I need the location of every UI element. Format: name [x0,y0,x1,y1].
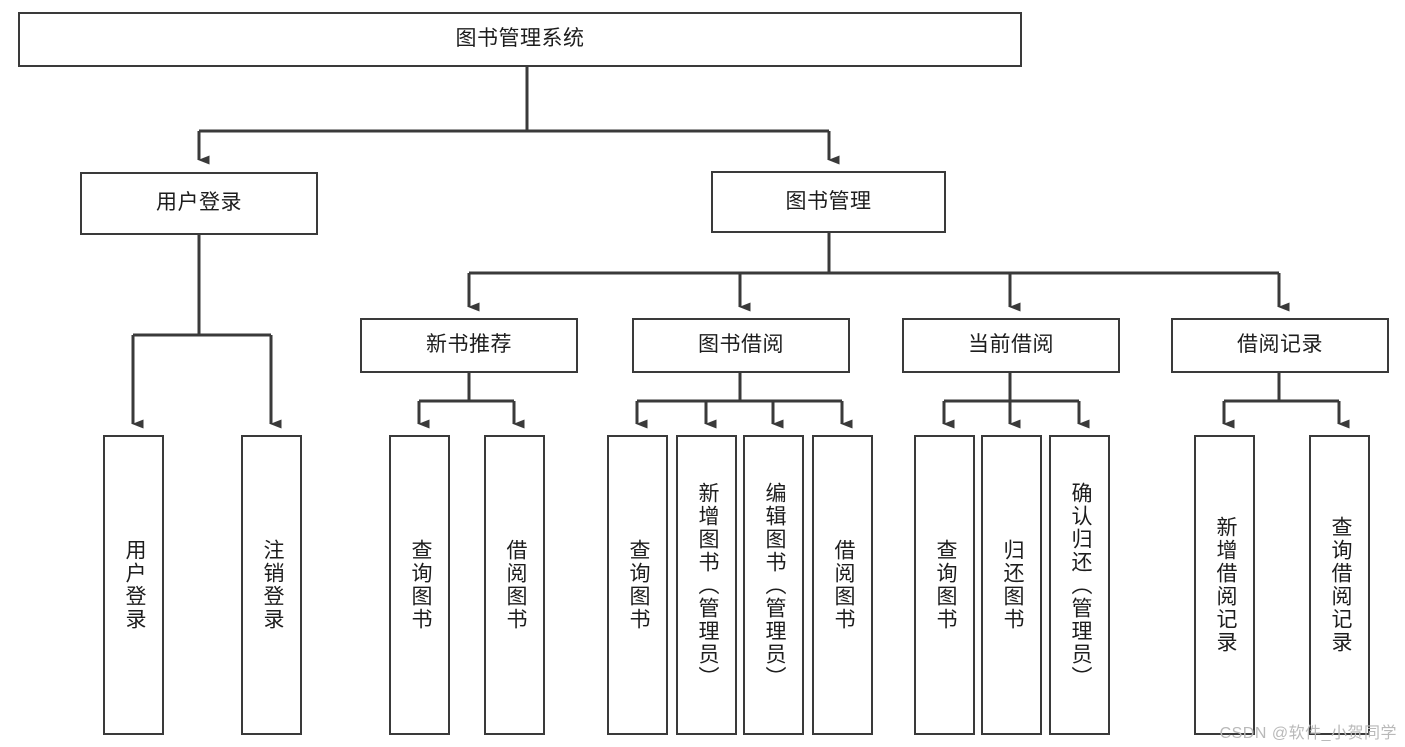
node-label: 注销登录 [260,539,284,631]
node-book-management[interactable]: 图书管理 [711,171,946,233]
node-book-borrow[interactable]: 图书借阅 [632,318,850,373]
leaf-query-borrow-record[interactable]: 查询借阅记录 [1309,435,1370,735]
leaf-query-book-current[interactable]: 查询图书 [914,435,975,735]
node-label: 归还图书 [1000,539,1024,631]
node-label: 查询借阅记录 [1328,516,1352,654]
node-label: 用户登录 [156,191,242,215]
node-label: 图书管理 [785,189,872,213]
leaf-borrow-book[interactable]: 借阅图书 [812,435,873,735]
node-label: 借阅记录 [1237,333,1323,357]
node-label: 用户登录 [122,539,146,631]
leaf-edit-book[interactable]: 编辑图书（管理员） [743,435,804,735]
leaf-return-book[interactable]: 归还图书 [981,435,1042,735]
node-label: 确认归还（管理员） [1068,481,1092,689]
leaf-confirm-return[interactable]: 确认归还（管理员） [1049,435,1110,735]
node-label: 查询图书 [933,539,957,631]
leaf-add-borrow-record[interactable]: 新增借阅记录 [1194,435,1255,735]
node-label: 图书管理系统 [455,27,585,51]
node-label: 借阅图书 [831,539,855,631]
node-borrow-record[interactable]: 借阅记录 [1171,318,1389,373]
leaf-add-book[interactable]: 新增图书（管理员） [676,435,737,735]
node-label: 查询图书 [626,539,650,631]
node-user-login[interactable]: 用户登录 [80,172,318,235]
leaf-borrow-book-recommend[interactable]: 借阅图书 [484,435,545,735]
node-label: 图书借阅 [698,333,784,357]
node-current-borrow[interactable]: 当前借阅 [902,318,1120,373]
node-label: 新增借阅记录 [1213,516,1237,654]
leaf-logout[interactable]: 注销登录 [241,435,302,735]
leaf-user-login[interactable]: 用户登录 [103,435,164,735]
node-new-book-recommend[interactable]: 新书推荐 [360,318,578,373]
node-root-system[interactable]: 图书管理系统 [18,12,1022,67]
node-label: 编辑图书（管理员） [762,481,786,689]
csdn-watermark: CSDN @软件_小贺同学 [1219,725,1397,742]
node-label: 新书推荐 [426,333,512,357]
node-label: 借阅图书 [503,539,527,631]
node-label: 当前借阅 [968,333,1054,357]
node-label: 新增图书（管理员） [695,481,719,689]
node-label: 查询图书 [408,539,432,631]
leaf-query-book-recommend[interactable]: 查询图书 [389,435,450,735]
leaf-query-book-borrow[interactable]: 查询图书 [607,435,668,735]
